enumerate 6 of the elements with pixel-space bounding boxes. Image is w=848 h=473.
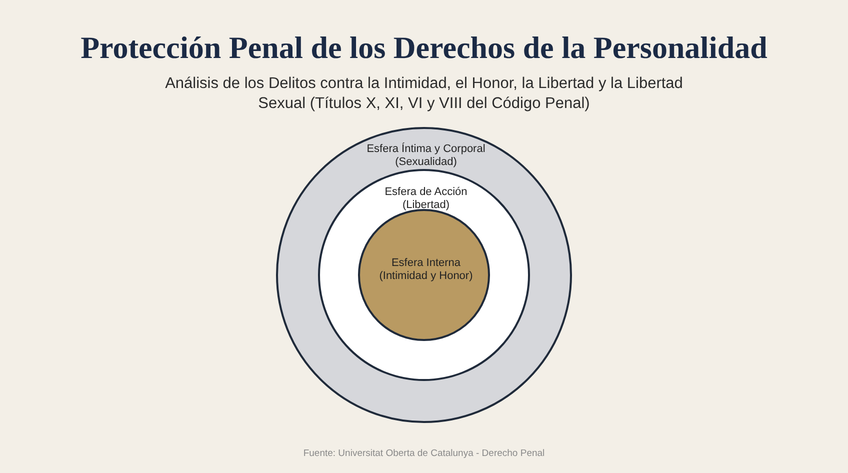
circle-label: Esfera de Acción (Libertad) <box>384 186 468 212</box>
subtitle: Análisis de los Delitos contra la Intimidad, el Honor, la Libertad y la Libertad Sexual (Títulos X, XI, VI y VIII del Código Penal) <box>164 74 684 114</box>
source-note: Fuente: Universitat Oberta de Catalunya - Derecho Penal <box>302 448 546 459</box>
circle-label: Esfera Interna (Intimidad y Honor) <box>378 257 474 283</box>
diagram-title: Protección Penal de los Derechos de la Personalidad <box>80 30 768 66</box>
circle-label: Esfera Íntima y Corporal (Sexualidad) <box>366 143 486 169</box>
